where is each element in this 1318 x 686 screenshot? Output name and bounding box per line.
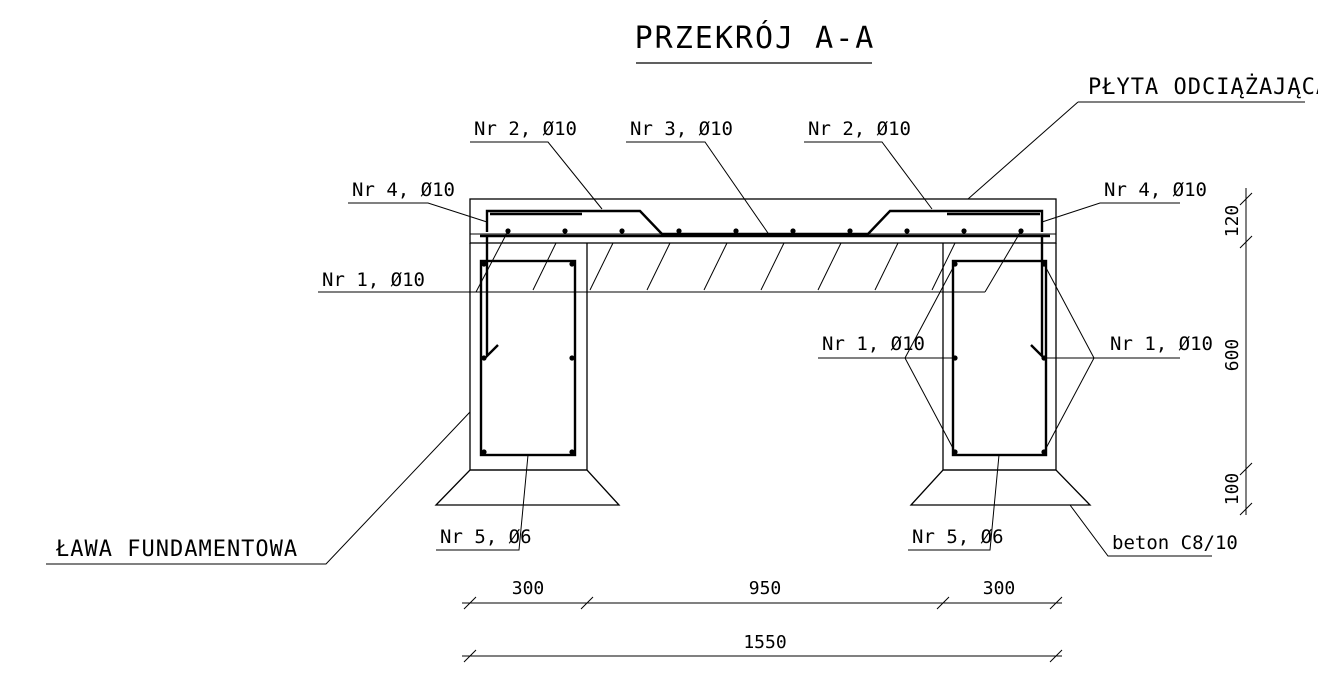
leader-nr2-left — [470, 141, 603, 210]
dimension-beam-height: 600 — [1222, 339, 1243, 372]
dimension-total-width: 1550 — [743, 632, 786, 653]
dimension-line-vertical — [1239, 188, 1253, 516]
left-footing-rebar — [479, 236, 577, 457]
slab-hatching — [532, 242, 956, 291]
label-nr2-right: Nr 2, Ø10 — [808, 118, 911, 140]
section-title: PRZEKRÓJ A-A — [635, 19, 876, 56]
dimension-base-height: 100 — [1222, 473, 1243, 506]
leader-lawa — [46, 411, 471, 565]
label-nr5-left: Nr 5, Ø6 — [440, 526, 532, 548]
dimension-line-total — [462, 649, 1063, 663]
leader-nr2-right — [804, 141, 933, 210]
label-nr1-far-right: Nr 1, Ø10 — [1110, 333, 1213, 355]
dimension-slab-height: 120 — [1222, 205, 1243, 238]
label-nr5-right: Nr 5, Ø6 — [912, 526, 1004, 548]
label-nr2-left: Nr 2, Ø10 — [474, 118, 577, 140]
leader-nr4-right — [1041, 202, 1180, 223]
label-plyta-odciazajaca: PŁYTA ODCIĄŻAJĄCA — [1088, 74, 1318, 100]
label-nr3: Nr 3, Ø10 — [630, 118, 733, 140]
label-nr1-mid-right: Nr 1, Ø10 — [822, 333, 925, 355]
label-beton: beton C8/10 — [1112, 532, 1238, 554]
leader-nr3 — [626, 141, 771, 237]
slab-rebar — [480, 209, 1050, 238]
left-footing-outline — [434, 243, 621, 506]
label-nr4-left: Nr 4, Ø10 — [352, 179, 455, 201]
leader-nr4-left — [348, 202, 488, 223]
leader-nr5-right — [908, 454, 1000, 551]
dimension-line-parts — [462, 596, 1063, 610]
label-nr1-left: Nr 1, Ø10 — [322, 269, 425, 291]
right-footing-rebar — [951, 236, 1048, 457]
leader-beton — [1069, 504, 1212, 557]
label-lawa-fundamentowa: ŁAWA FUNDAMENTOWA — [55, 537, 298, 562]
dimension-middle-width: 950 — [749, 578, 782, 599]
dimension-right-width: 300 — [983, 578, 1016, 599]
right-footing-outline — [909, 243, 1092, 506]
label-nr4-right: Nr 4, Ø10 — [1104, 179, 1207, 201]
leader-nr5-left — [436, 454, 529, 551]
dimension-left-width: 300 — [512, 578, 545, 599]
